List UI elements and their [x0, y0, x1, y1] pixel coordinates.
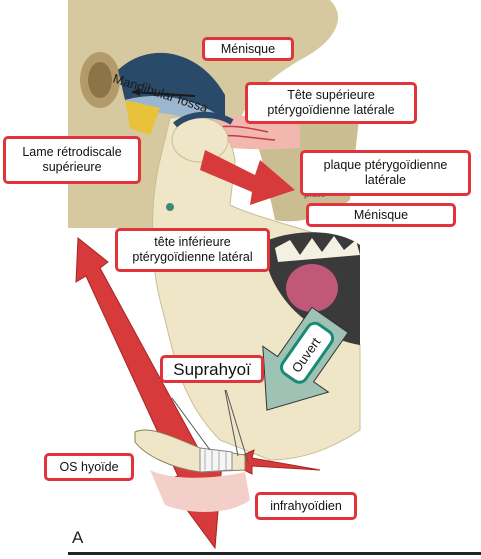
inferior-head-arrow [200, 150, 295, 205]
label-os-hyoide: OS hyoïde [44, 453, 134, 481]
retrodiscal-tissue [125, 100, 160, 135]
panel-letter: A [72, 528, 84, 547]
ouvert-arrow: Ouvert [262, 306, 349, 411]
label-tete-superieure: Tête supérieure ptérygoïdienne latérale [245, 82, 417, 124]
label-plaque-pterygoidienne: plaque ptérygoïdienne latérale [300, 150, 471, 196]
label-tete-inferieure: tête inférieure ptérygoïdienne latéral [115, 228, 270, 272]
bottom-divider [68, 552, 481, 555]
label-suprahyoi: Suprahyoï [160, 355, 264, 383]
infrahyoid-muscle [150, 470, 250, 512]
label-infrahyoidien: infrahyoïdien [255, 492, 357, 520]
label-menisque-right: Ménisque [306, 203, 456, 227]
digastric-arrow [75, 236, 223, 550]
label-menisque-top: Ménisque [202, 37, 294, 61]
tongue [286, 264, 338, 312]
foramen-dot [166, 203, 174, 211]
mandibular-fossa [118, 52, 225, 120]
label-lame-retrodiscale: Lame rétrodiscale supérieure [3, 136, 141, 184]
